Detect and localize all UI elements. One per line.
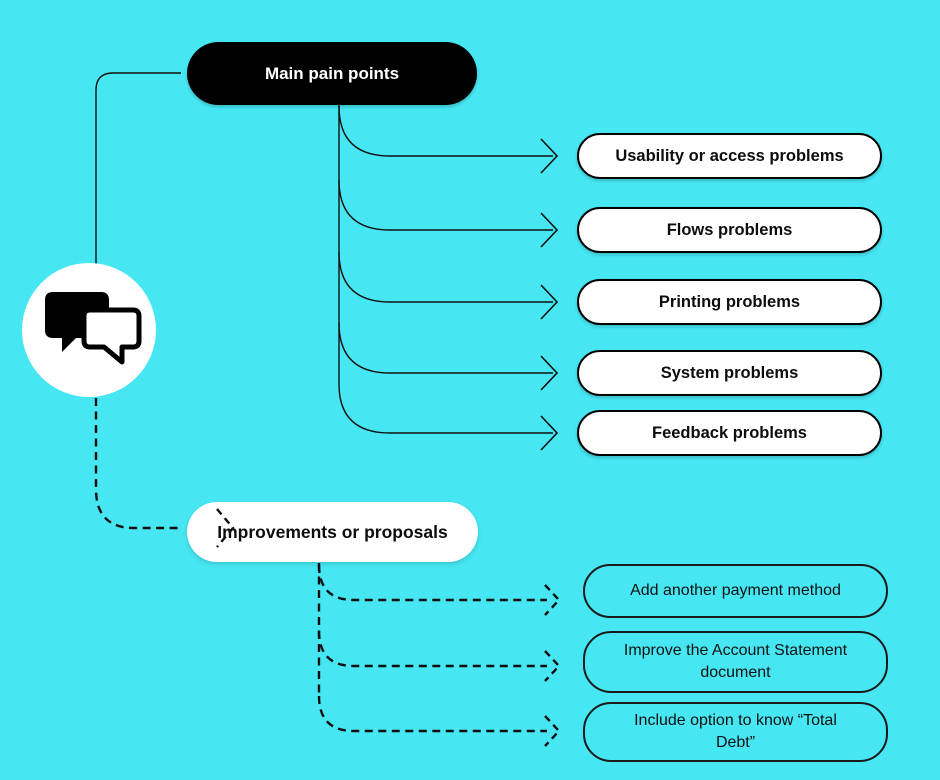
node-feedback-problems: Feedback problems	[577, 410, 882, 456]
node-label: Usability or access problems	[615, 146, 844, 165]
node-add-payment-method: Add another payment method	[583, 564, 888, 618]
node-label: Printing problems	[658, 292, 801, 311]
chat-bubbles-icon	[45, 292, 142, 365]
node-label: Flows problems	[666, 220, 793, 239]
node-label: Include option to know “Total Debt”	[634, 712, 837, 751]
arrow-right-icon	[540, 355, 559, 391]
arrow-right-icon	[544, 715, 561, 747]
node-label: Improvements or proposals	[217, 521, 448, 542]
node-include-total-debt: Include option to know “Total Debt”	[583, 702, 888, 762]
node-label: System problems	[660, 363, 799, 382]
node-system-problems: System problems	[577, 350, 882, 396]
arrow-right-icon	[540, 415, 559, 451]
solid-connector-group	[95, 72, 553, 434]
node-improve-account-statement: Improve the Account Statement document	[583, 631, 888, 693]
node-label: Improve the Account Statement document	[623, 642, 848, 681]
node-label: Main pain points	[264, 63, 400, 83]
node-label: Feedback problems	[652, 423, 807, 442]
arrow-right-icon	[540, 284, 559, 320]
dashed-connector-group	[94, 398, 547, 733]
arrow-right-icon	[540, 212, 559, 248]
root-node-circle	[22, 263, 156, 397]
arrow-right-icon	[540, 138, 559, 174]
arrow-right-icon	[544, 650, 561, 682]
node-usability-problems: Usability or access problems	[577, 133, 882, 179]
node-label: Add another payment method	[630, 582, 841, 599]
node-printing-problems: Printing problems	[577, 279, 882, 325]
node-flows-problems: Flows problems	[577, 207, 882, 253]
node-improvements-proposals: Improvements or proposals	[187, 502, 478, 562]
node-main-pain-points: Main pain points	[187, 42, 477, 105]
arrow-right-icon	[544, 584, 561, 616]
solid-arrowheads	[540, 138, 559, 451]
dashed-arrowheads	[544, 584, 561, 747]
